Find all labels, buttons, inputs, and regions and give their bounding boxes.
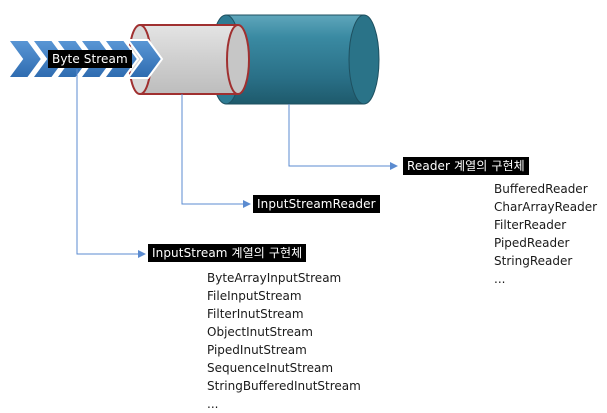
- reader-implementations-list: BufferedReader CharArrayReader FilterRea…: [494, 180, 597, 288]
- connector-bridge: [181, 94, 251, 208]
- list-item: ByteArrayInputStream: [207, 271, 342, 285]
- list-item: ObjectInutStream: [207, 325, 313, 339]
- inputstream-implementations-list: ByteArrayInputStream FileInputStream Fil…: [207, 269, 361, 413]
- list-item: BufferedReader: [494, 182, 588, 196]
- list-item: FilterInutStream: [207, 307, 304, 321]
- inner-pipe: [128, 24, 250, 95]
- byte-stream-label: Byte Stream: [48, 50, 132, 68]
- list-item: PipedInutStream: [207, 343, 307, 357]
- reader-group-title: Reader 계열의 구현체: [403, 157, 529, 175]
- list-item: CharArrayReader: [494, 200, 598, 214]
- connector-reader: [288, 104, 398, 170]
- chevron-arrow-6: [126, 39, 164, 79]
- list-item: StringBufferedInutStream: [207, 379, 361, 393]
- list-item: ...: [494, 272, 506, 286]
- inputstream-group-title: InputStream 계열의 구현체: [148, 244, 307, 262]
- list-item: FileInputStream: [207, 289, 302, 303]
- list-item: SequenceInutStream: [207, 361, 334, 375]
- chevron-arrow-1: [6, 39, 44, 79]
- bridge-label: InputStreamReader: [253, 195, 380, 213]
- list-item: FilterReader: [494, 218, 567, 232]
- list-item: ...: [207, 397, 219, 411]
- list-item: PipedReader: [494, 236, 570, 250]
- list-item: StringReader: [494, 254, 573, 268]
- connector-inputstream: [76, 69, 146, 258]
